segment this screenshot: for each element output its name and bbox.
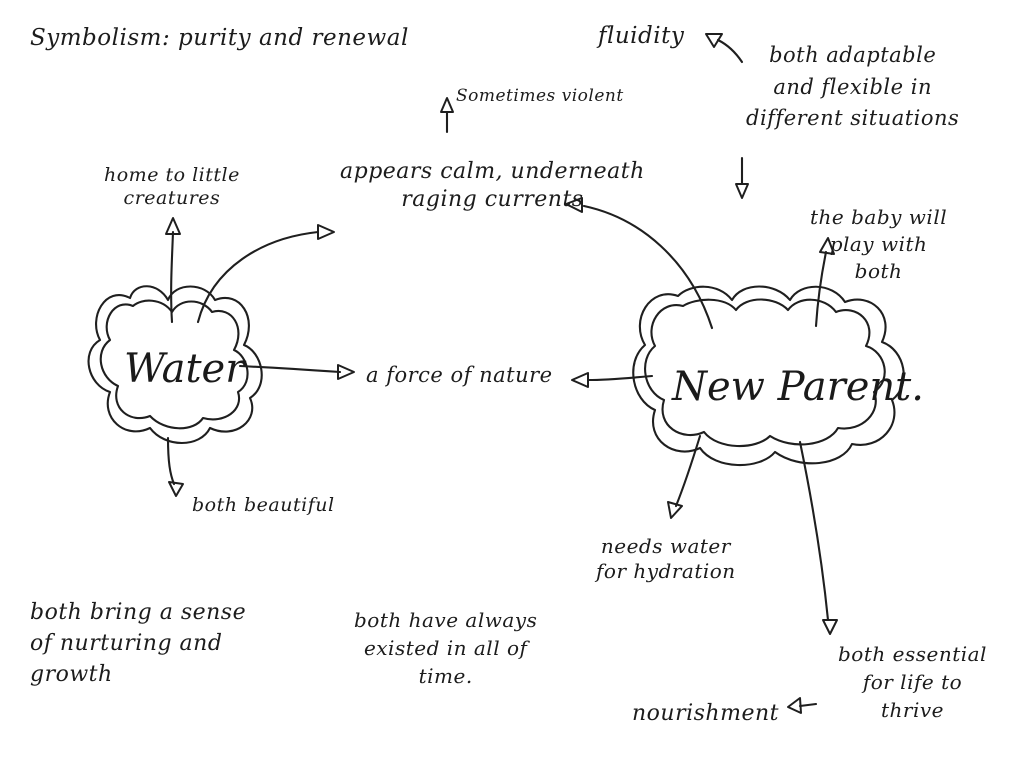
arrowhead-force-left [337,364,355,380]
note-baby: the baby will play with both [810,205,948,283]
arrowhead-nourishment [787,697,802,714]
arrowhead-beautiful [168,481,184,497]
note-force: a force of nature [366,363,553,387]
connector-water-calm [196,230,320,324]
note-calm: appears calm, underneath raging currents [340,159,645,212]
arrowhead-force-right [571,372,589,388]
arrowhead-adaptable [735,183,749,199]
new-parent-cloud-inner-outline [644,298,886,448]
arrowhead-calm-right [565,197,583,213]
connector-parent-calm [582,204,714,330]
arrowhead-home [165,217,181,235]
arrowhead-essential [822,619,838,635]
connector-water-home [170,230,175,324]
connector-parent-essential [798,440,830,622]
connector-water-beautiful [166,436,176,486]
arrowhead-violent [440,97,454,113]
note-home: home to little creatures [104,164,240,209]
note-beautiful: both beautiful [192,494,335,516]
water-cloud-inner-outline [99,299,249,430]
hub-water: Water [124,346,245,392]
note-essential: both essential for life to thrive [838,642,987,722]
connector-fluidity [716,38,744,64]
note-adaptable: both adaptable and flexible in different… [746,43,960,130]
connector-parent-baby [814,250,828,328]
note-existed: both have always existed in all of time. [354,608,538,688]
arrowhead-fluidity [705,33,723,48]
connector-water-force [238,364,342,374]
connector-nourishment [798,702,818,708]
arrowhead-calm-left [317,224,335,240]
note-nurturing: both bring a sense of nurturing and grow… [30,600,247,687]
note-violent: Sometimes violent [456,86,624,106]
new-parent-cloud-outline [632,285,905,467]
water-cloud-outline [87,285,263,445]
arrowhead-hydration [667,501,683,519]
connector-parent-hydration [674,434,702,508]
note-fluidity: fluidity [598,23,685,49]
hub-new-parent: New Parent. [672,364,924,410]
note-hydration: needs water for hydration [596,534,736,583]
arrowhead-baby [819,237,835,255]
note-nourishment: nourishment [632,701,779,726]
note-symbolism: Symbolism: purity and renewal [30,25,409,51]
connector-parent-force [586,374,654,382]
